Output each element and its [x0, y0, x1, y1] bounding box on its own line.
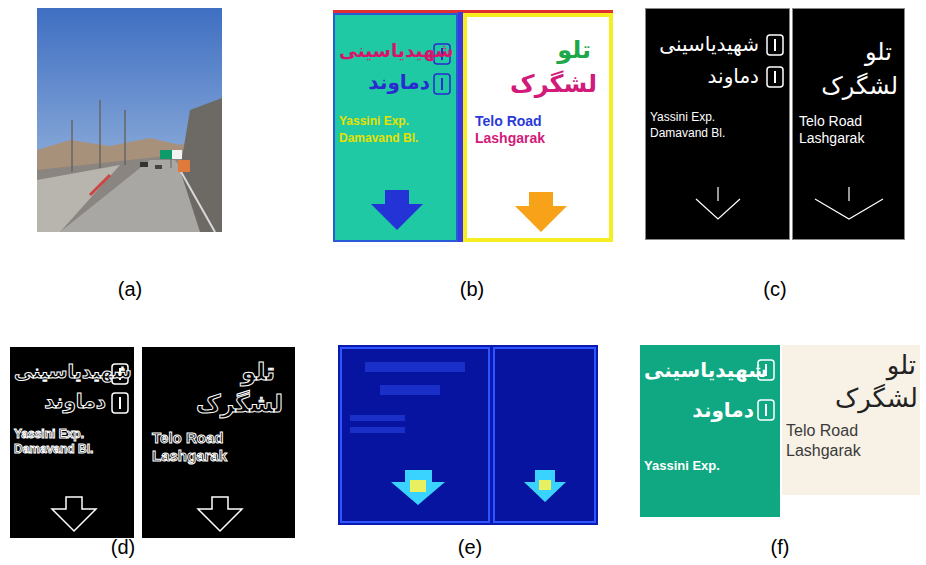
sign-text: Telo Road: [467, 114, 609, 129]
sign-text: Damavand Bl.: [335, 132, 456, 145]
sign-text: شهیدیاسینی: [10, 361, 134, 382]
sign-text: Telo Road: [142, 430, 295, 447]
sign-text: دماوند: [640, 399, 780, 421]
road-sign: تلو لشگرک Telo RoadLashgarak: [782, 345, 920, 495]
sign-text: لشگرک: [793, 73, 904, 99]
road-sign: شهیدیاسینی دماوند Yassini Exp. Damavand Bl.: [645, 8, 790, 240]
sign-text: Damavand Bl.: [646, 127, 789, 140]
panel-label: (b): [460, 278, 484, 301]
road-photo: [37, 8, 222, 232]
road-sign: تلو لشگرک Telo RoadLashgarak: [463, 13, 613, 242]
sign-text: Damavand Bl.: [10, 443, 134, 456]
sign-text: Telo Road: [782, 422, 920, 440]
route-icon: [766, 66, 784, 88]
sign-text: شهیدیاسینی: [640, 359, 780, 381]
panel-label: (a): [118, 278, 142, 301]
sign-text: Lashgarak: [467, 131, 609, 146]
sign-text: لشگرک: [467, 71, 609, 97]
sign-text: Yassini Exp.: [335, 115, 456, 128]
sign-text: Yassini Exp.: [640, 459, 780, 473]
panel-label: (d): [111, 536, 135, 559]
sign-text: Yassini Exp.: [10, 428, 134, 441]
road-sign: تلو لشگرک Telo RoadLashgarak: [140, 345, 297, 540]
sign-text: تلو: [467, 37, 609, 63]
road-sign: تلو لشگرک Telo RoadLashgarak: [792, 8, 905, 240]
road-sign: شهیدیاسینی دماوند Yassini Exp. Damavand Bl.: [333, 13, 458, 242]
road-sign: شهیدیاسینی دماوند Yassini Exp. Damavand Bl.: [8, 345, 136, 540]
route-icon: [766, 34, 784, 56]
sign-text: تلو: [793, 39, 904, 65]
route-icon: [111, 392, 129, 414]
sign-text: دماوند: [10, 390, 134, 412]
sign-text: Lashgarak: [142, 448, 295, 465]
heat-map: [338, 345, 598, 525]
sign-text: Telo Road: [793, 114, 904, 129]
route-icon: [433, 73, 451, 95]
panel-label: (f): [771, 536, 790, 559]
panel-label: (c): [763, 278, 786, 301]
sign-text: Yassini Exp.: [646, 111, 789, 124]
sign-text: شهیدیاسینی: [335, 41, 456, 61]
road-sign: شهیدیاسینی دماوند Yassini Exp.: [640, 345, 780, 517]
route-icon: [757, 399, 775, 421]
sign-text: دماوند: [335, 71, 456, 93]
sign-text: لشگرک: [142, 391, 295, 417]
sign-text: شهیدیاسینی: [646, 33, 789, 55]
sign-text: Lashgarak: [793, 131, 904, 146]
sign-text: لشگرک: [782, 384, 920, 413]
sign-text: تلو: [782, 351, 920, 380]
panel-label: (e): [458, 536, 482, 559]
sign-text: دماوند: [646, 65, 789, 87]
sign-text: تلو: [142, 359, 295, 385]
sign-text: Lashgarak: [782, 442, 920, 460]
